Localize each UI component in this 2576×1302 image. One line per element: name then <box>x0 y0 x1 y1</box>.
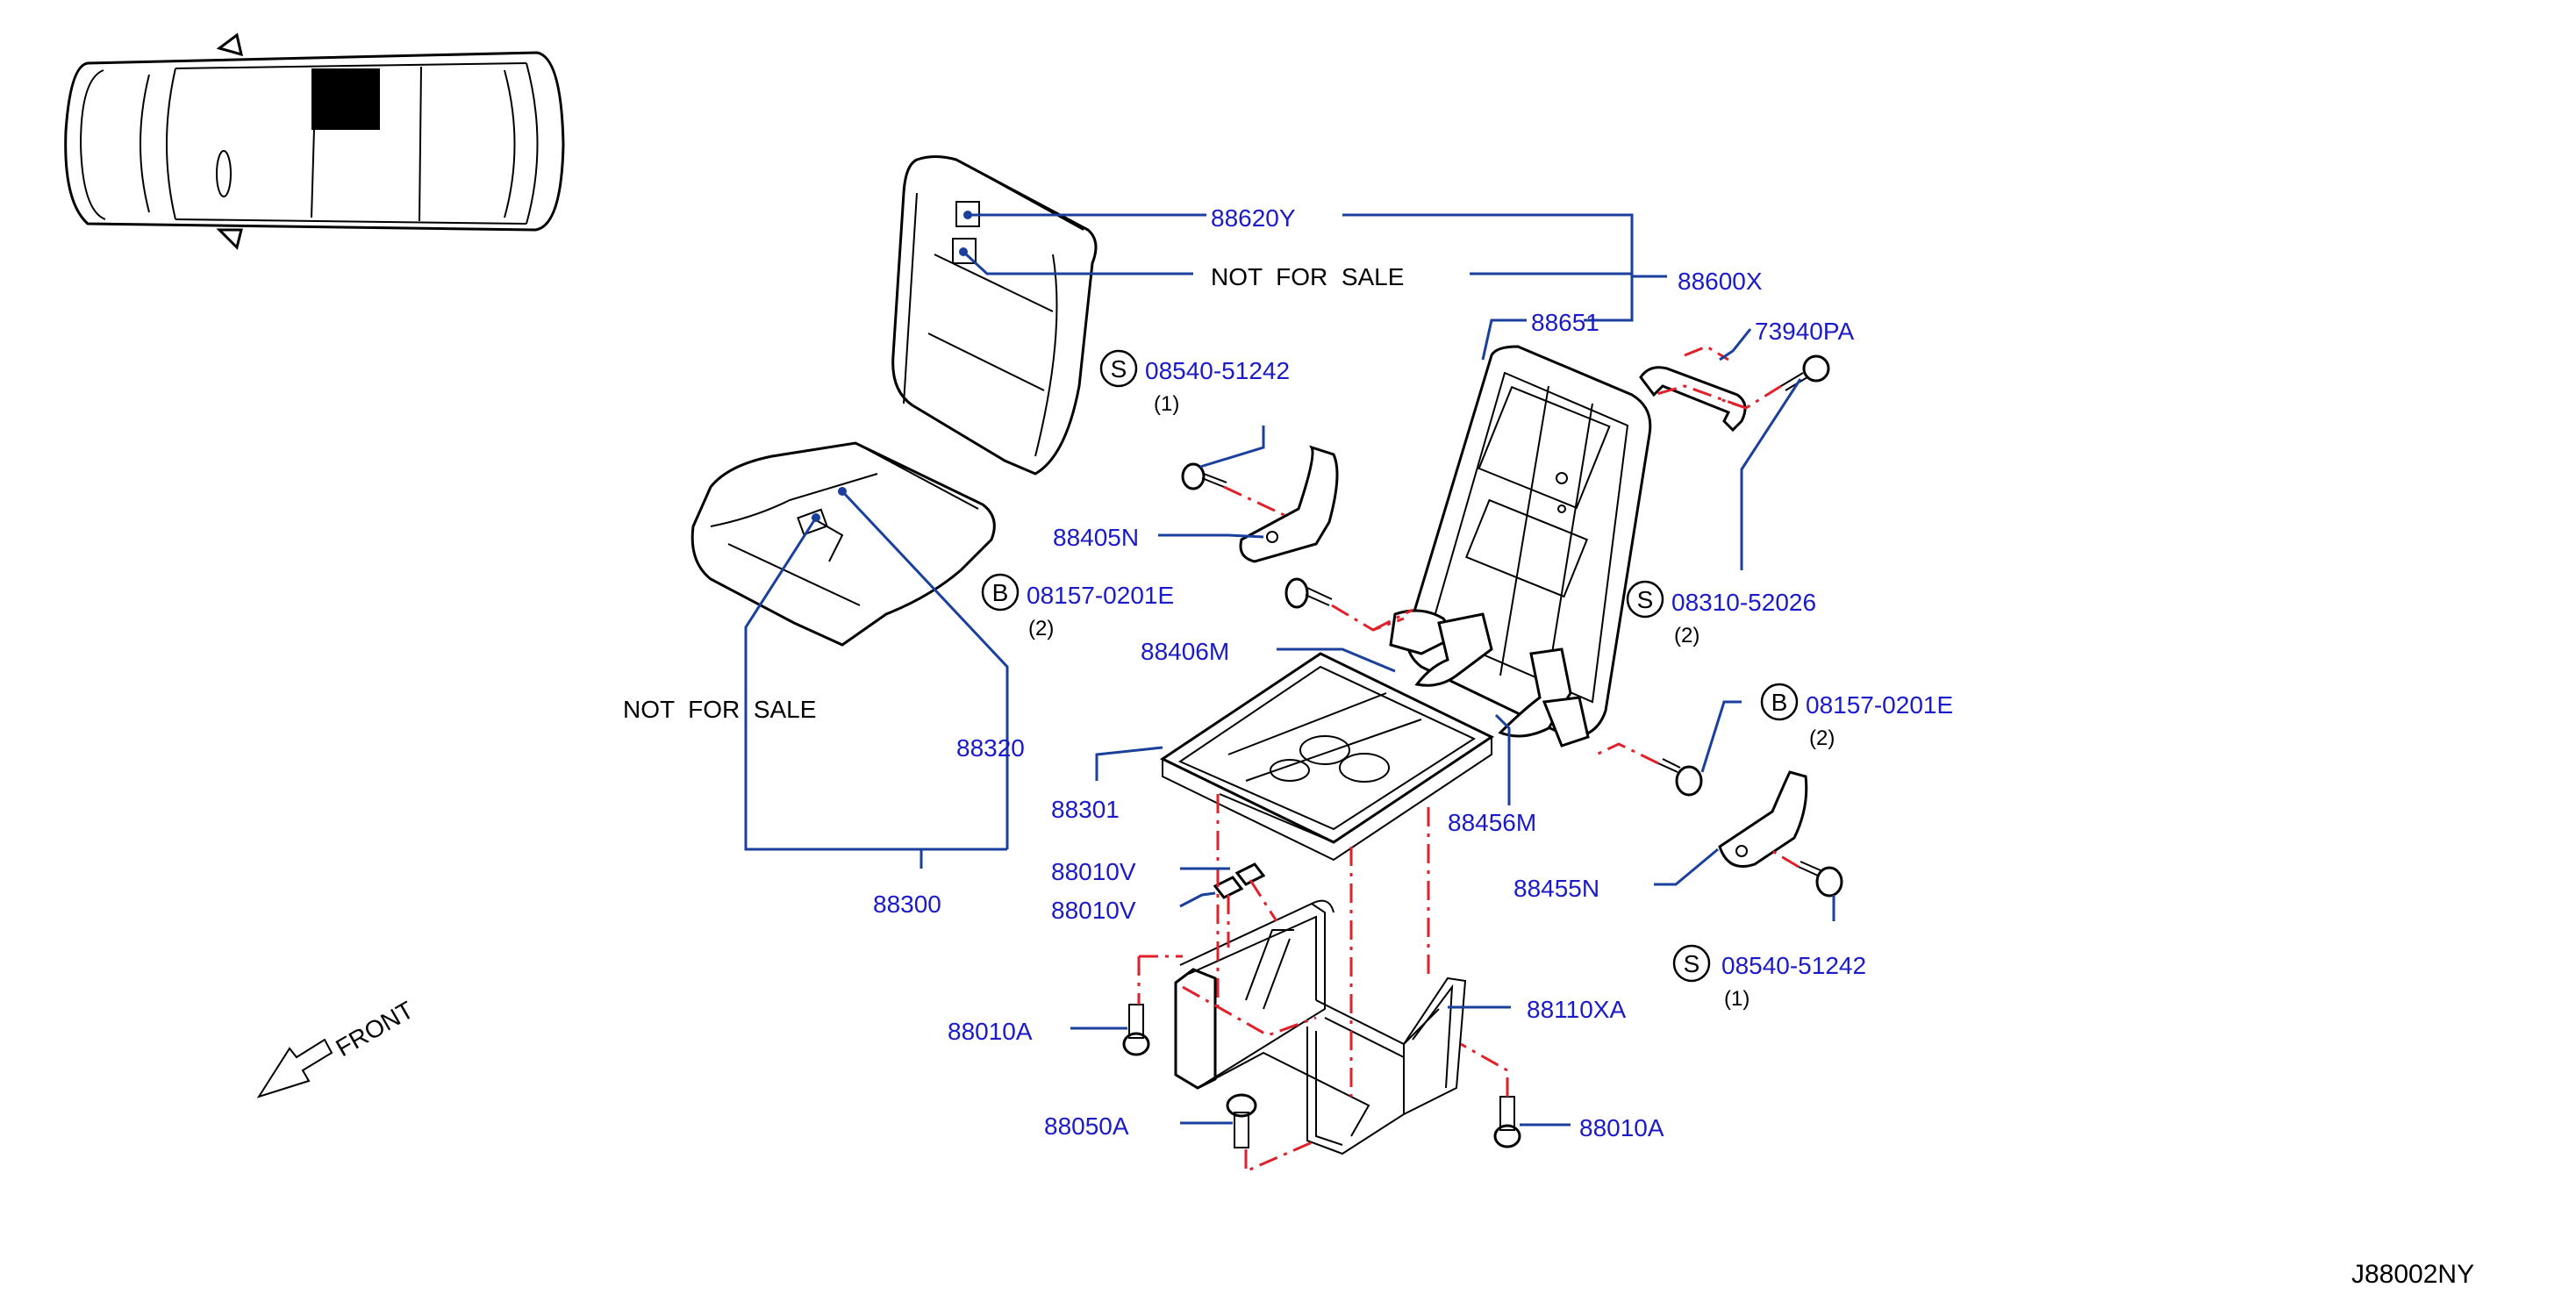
qty-08310-52026: (2) <box>1674 624 1699 647</box>
assembly-centerlines <box>1137 345 1800 1174</box>
bolt-08157-left-icon <box>1284 577 1333 609</box>
diagram-code: J88002NY <box>2351 1260 2474 1289</box>
label-88301: 88301 <box>1051 796 1120 823</box>
label-08310-52026: 08310-52026 <box>1671 589 1816 616</box>
label-88010A-right: 88010A <box>1579 1114 1664 1141</box>
bolt-08540-bottom-icon <box>1798 861 1843 898</box>
side-cover-88405N <box>1239 445 1339 563</box>
label-88405N: 88405N <box>1053 524 1139 551</box>
symbol-b-right: B <box>1760 683 1799 721</box>
bolt-08310-icon <box>1780 354 1830 391</box>
symbol-s-right: S <box>1626 580 1664 619</box>
label-88300: 88300 <box>873 891 941 918</box>
svg-text:B: B <box>1771 689 1788 716</box>
bolt-08157-right-icon <box>1657 758 1703 797</box>
vehicle-top-view-icon <box>64 32 565 250</box>
label-88600X: 88600X <box>1678 268 1763 295</box>
seat-cushion <box>691 441 996 647</box>
bolt-88050A-icon <box>1226 1093 1257 1148</box>
symbol-s-bottom: S <box>1672 944 1711 983</box>
label-88456M: 88456M <box>1448 809 1536 836</box>
clip-88010V-icon <box>1213 862 1266 899</box>
front-label: FRONT <box>332 996 419 1062</box>
seat-back-cushion <box>891 155 1098 476</box>
label-88010V-a: 88010V <box>1051 858 1136 885</box>
seat-leg-frame <box>1174 899 1467 1155</box>
bolt-88010A-left-icon <box>1122 1004 1150 1056</box>
bolt-88010A-right-icon <box>1493 1096 1521 1148</box>
leader-lines <box>744 213 1835 1127</box>
svg-text:S: S <box>1111 355 1127 383</box>
label-88651: 88651 <box>1531 309 1599 336</box>
bolts <box>1122 354 1843 1148</box>
hinge-brackets <box>1389 609 1590 748</box>
side-cover-88455N <box>1718 770 1808 868</box>
label-08157-0201E-right: 08157-0201E <box>1806 691 1953 719</box>
label-73940PA: 73940PA <box>1755 318 1854 345</box>
label-88010A-left: 88010A <box>948 1018 1033 1045</box>
qty-08157-0201E-left: (2) <box>1028 617 1054 640</box>
seat-base-frame <box>1159 652 1495 862</box>
label-88010V-b: 88010V <box>1051 897 1136 924</box>
qty-08540-51242-top: (1) <box>1154 392 1179 416</box>
seat-location-marker <box>311 68 380 130</box>
label-88455N: 88455N <box>1513 875 1599 902</box>
svg-text:S: S <box>1684 950 1700 977</box>
label-88050A: 88050A <box>1044 1112 1129 1140</box>
label-08540-51242-bottom: 08540-51242 <box>1721 952 1866 979</box>
symbol-b-left: B <box>981 573 1020 612</box>
label-88406M: 88406M <box>1141 638 1229 665</box>
label-08157-0201E-left: 08157-0201E <box>1027 582 1174 609</box>
label-not-for-sale-left: NOT FOR SALE <box>623 696 816 723</box>
front-arrow-icon: FRONT <box>256 996 419 1098</box>
svg-text:B: B <box>992 579 1009 606</box>
svg-text:S: S <box>1637 586 1654 613</box>
bolt-08540-top-icon <box>1181 462 1227 490</box>
symbol-s-top: S <box>1099 349 1138 388</box>
label-88320: 88320 <box>956 734 1025 762</box>
label-08540-51242-top: 08540-51242 <box>1145 357 1290 384</box>
qty-08540-51242-bottom: (1) <box>1724 987 1750 1011</box>
label-88620Y: 88620Y <box>1211 204 1296 232</box>
qty-08157-0201E-right: (2) <box>1809 726 1835 750</box>
label-88110XA: 88110XA <box>1527 996 1626 1023</box>
handle-73940PA <box>1639 366 1747 433</box>
label-not-for-sale-top: NOT FOR SALE <box>1211 263 1404 290</box>
